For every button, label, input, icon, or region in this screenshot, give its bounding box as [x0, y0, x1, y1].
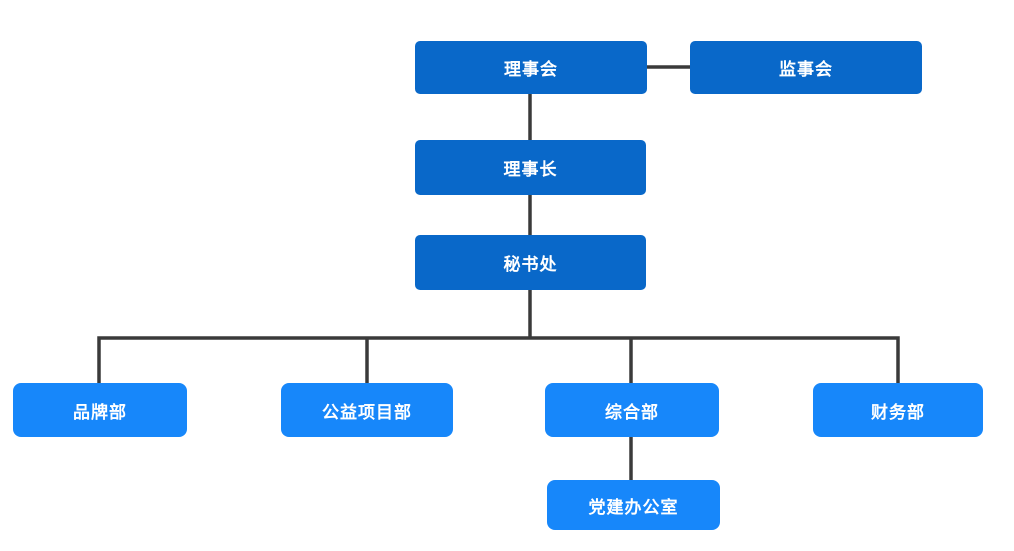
org-node-board[interactable]: 理事会	[415, 41, 647, 94]
org-node-chairman[interactable]: 理事长	[415, 140, 646, 195]
org-node-party-building-office[interactable]: 党建办公室	[547, 480, 720, 530]
org-node-charity-project-dept[interactable]: 公益项目部	[281, 383, 453, 437]
org-node-general-dept[interactable]: 综合部	[545, 383, 719, 437]
org-node-supervisory-board[interactable]: 监事会	[690, 41, 922, 94]
org-node-secretariat[interactable]: 秘书处	[415, 235, 646, 290]
org-node-brand-dept[interactable]: 品牌部	[13, 383, 187, 437]
org-node-finance-dept[interactable]: 财务部	[813, 383, 983, 437]
